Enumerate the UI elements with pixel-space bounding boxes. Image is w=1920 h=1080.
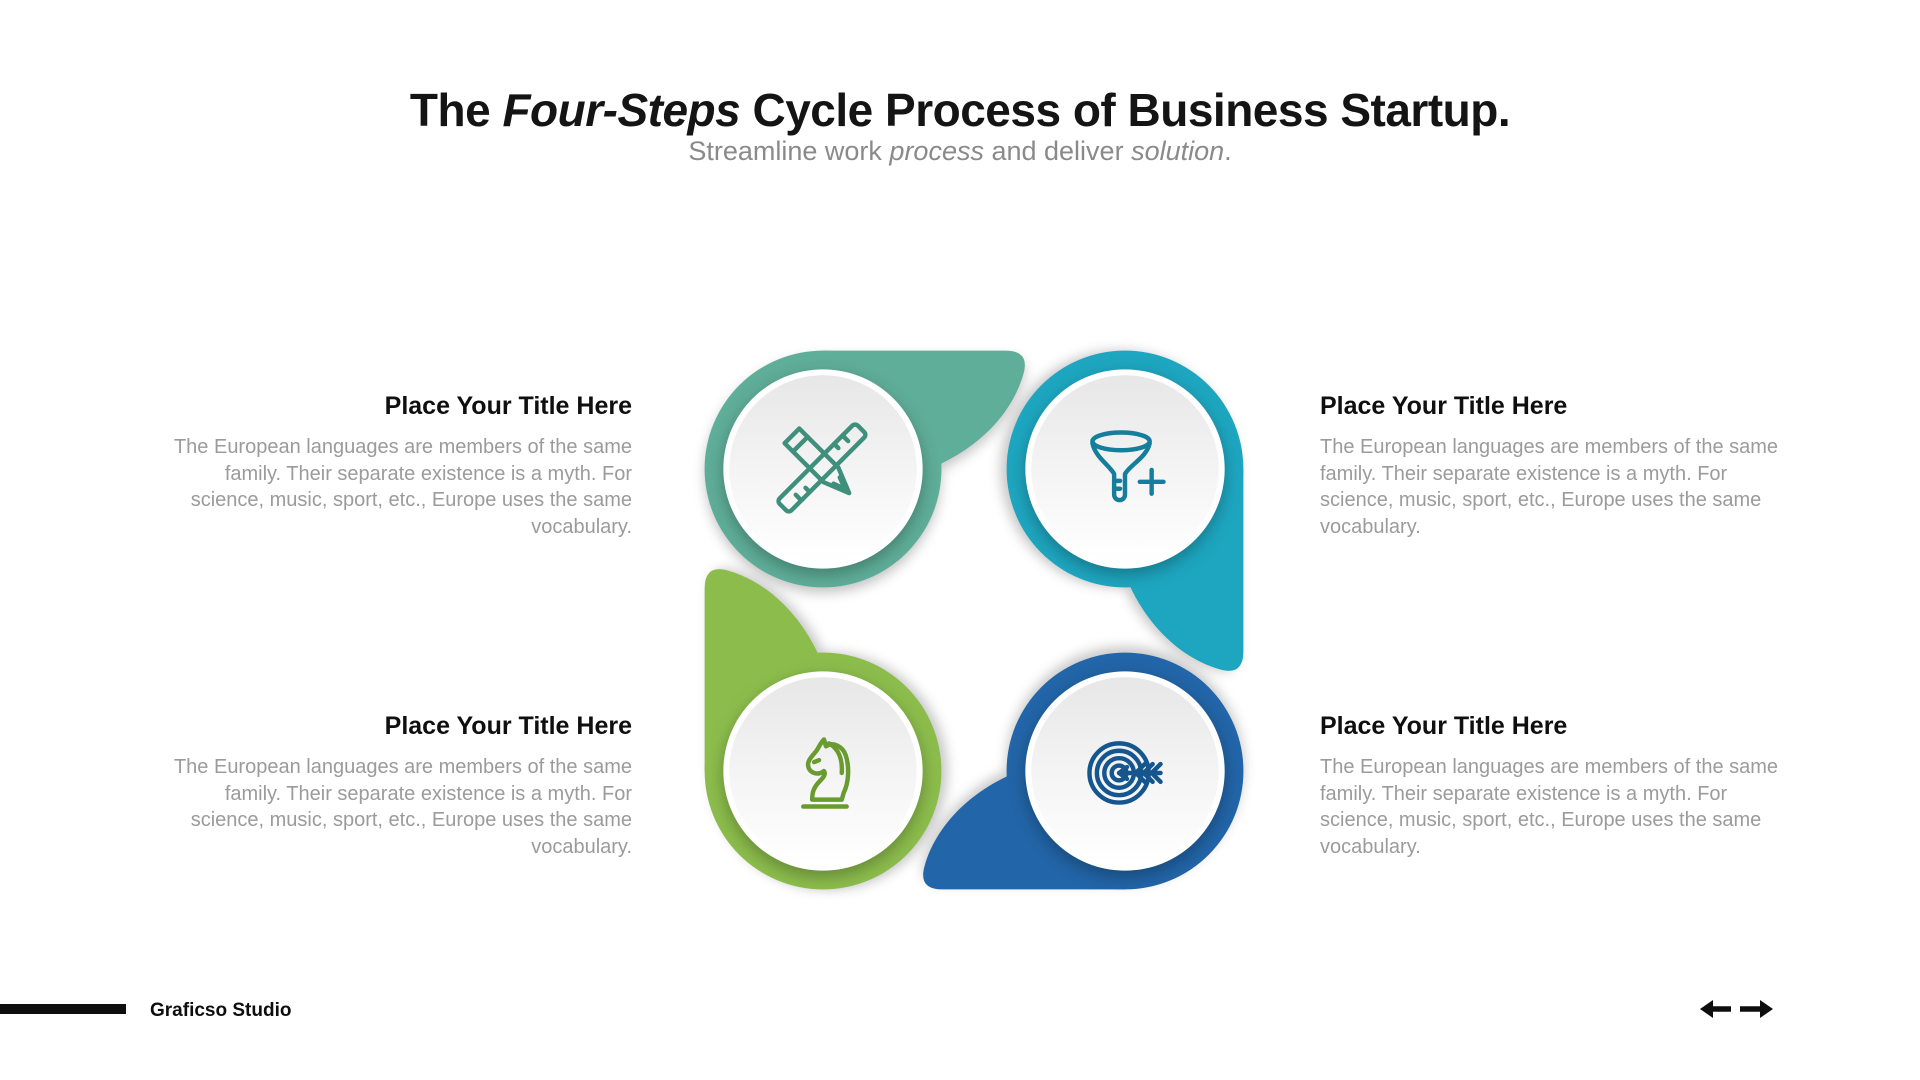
funnel-plus-icon (1090, 430, 1166, 503)
inner-discs (723, 369, 1225, 871)
step-body: The European languages are members of th… (173, 436, 632, 538)
step-body: The European languages are members of th… (173, 756, 632, 858)
pencil-ruler-icon (776, 422, 868, 514)
title-post: Cycle Process of Business Startup. (740, 83, 1511, 136)
subtitle-post: . (1224, 136, 1232, 166)
subtitle-em1: process (889, 136, 984, 166)
step-block-bottom-left: Place Your Title Here The European langu… (166, 712, 632, 860)
subtitle-pre: Streamline work (688, 136, 890, 166)
prev-arrow-button[interactable] (1700, 1000, 1731, 1018)
slide-navigation (1700, 1000, 1773, 1018)
step-title: Place Your Title Here (1320, 392, 1568, 420)
next-arrow-button[interactable] (1740, 1000, 1773, 1018)
subtitle: Streamline work process and deliver solu… (0, 136, 1920, 167)
step-title: Place Your Title Here (384, 712, 632, 740)
page-title: The Four-Steps Cycle Process of Business… (0, 83, 1920, 137)
step-body: The European languages are members of th… (1320, 436, 1779, 538)
title-emphasis: Four-Steps (502, 83, 741, 136)
step-block-top-left: Place Your Title Here The European langu… (166, 392, 632, 540)
brand-name: Graficso Studio (150, 1000, 292, 1021)
step-block-top-right: Place Your Title Here The European langu… (1320, 392, 1786, 540)
step-title: Place Your Title Here (384, 392, 632, 420)
step-title: Place Your Title Here (1320, 712, 1568, 740)
chess-knight-icon (801, 737, 851, 809)
footer-accent-bar (0, 1004, 126, 1014)
cycle-diagram (704, 350, 1244, 890)
target-arrow-icon (1087, 741, 1163, 805)
title-pre: The (409, 83, 503, 136)
subtitle-mid: and deliver (983, 136, 1132, 166)
subtitle-em2: solution (1131, 136, 1225, 166)
step-block-bottom-right: Place Your Title Here The European langu… (1320, 712, 1786, 860)
step-body: The European languages are members of th… (1320, 756, 1779, 858)
